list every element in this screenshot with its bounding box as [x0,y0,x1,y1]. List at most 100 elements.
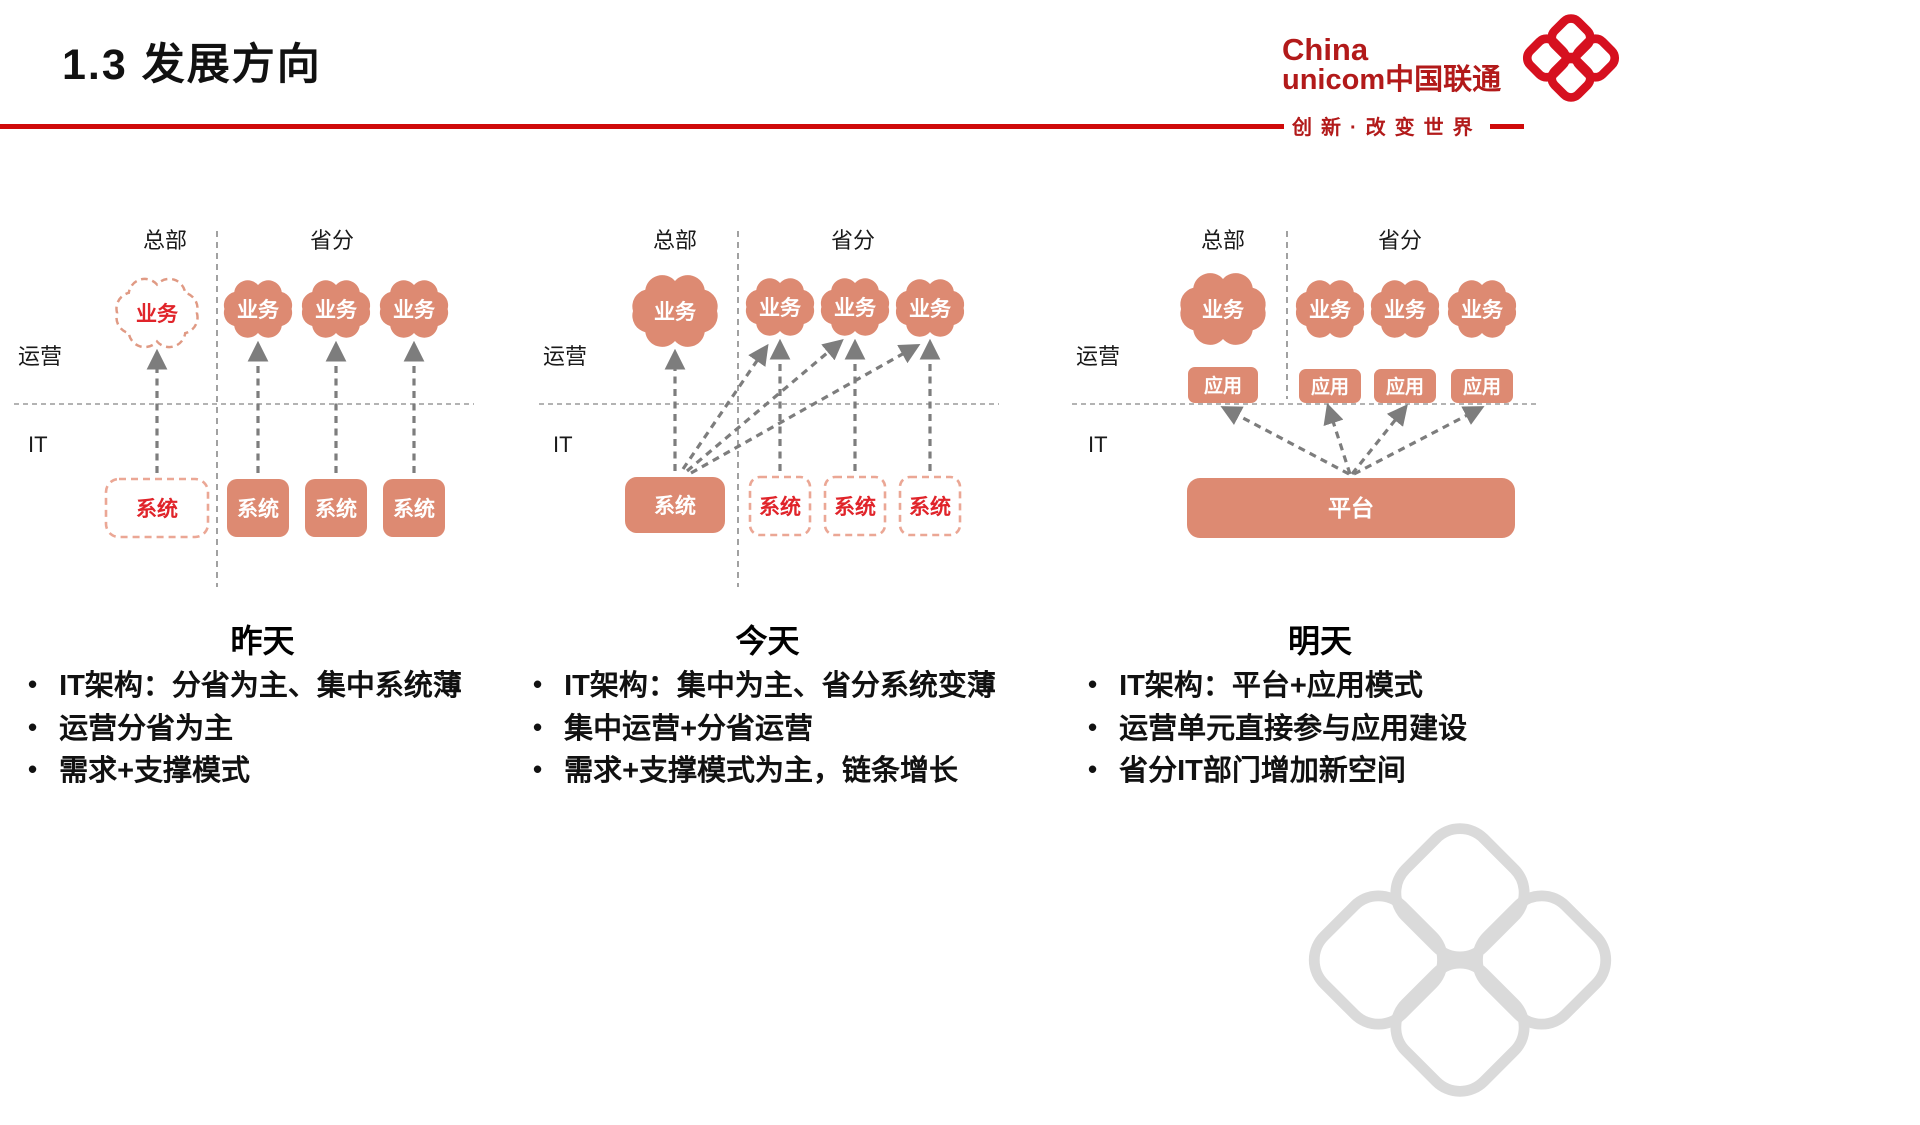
hq-system-label: 系统 [136,497,178,521]
system-label: 系统 [393,497,435,521]
panel-caption: 昨天 [230,623,295,659]
province-business-cloud: 业务 [301,280,371,338]
hq-business-cloud: 业务 [115,277,199,349]
panel-caption: 今天 [735,623,800,659]
business-label: 业务 [909,297,952,321]
diagram-yesterday: 总部 省分 运营 IT 业务 业务 业务 [14,228,474,587]
bullet-item: IT架构：平台+应用模式 [1084,668,1570,706]
bullet-text: 集中运营+分省运营 [564,712,814,745]
page-title: 1.3 发展方向 [62,41,322,89]
operation-row-label: 运营 [18,344,62,369]
app-label: 应用 [1386,375,1424,398]
business-label: 业务 [237,298,280,322]
hq-system-box: 系统 [625,477,725,533]
hq-column-label: 总部 [653,228,697,253]
panel-bullets: IT架构：分省为主、集中系统薄 运营分省为主 需求+支撑模式 [10,668,515,791]
diagram-tomorrow: 总部 省分 运营 IT 业务 业务 业务 [1072,228,1538,538]
operation-row-label: 运营 [543,344,587,369]
business-label: 业务 [834,296,877,320]
business-label: 业务 [1461,298,1504,322]
business-label: 业务 [1202,298,1245,322]
panel-yesterday: 总部 省分 运营 IT 业务 业务 业务 [10,221,515,796]
province-app-box: 应用 [1299,369,1361,403]
business-label: 业务 [315,298,358,322]
bullet-text: IT架构：平台+应用模式 [1119,670,1423,702]
province-system-box: 系统 [748,475,812,537]
province-business-cloud: 业务 [1370,280,1440,338]
unicom-knot-watermark-icon [1295,795,1625,1125]
slide-header: 1.3 发展方向 China unicom中国联通 [0,0,1920,112]
hq-app-box: 应用 [1188,367,1258,403]
system-label: 系统 [654,494,696,518]
business-label: 业务 [393,298,436,322]
hq-to-province-arrow [685,338,844,473]
province-system-box: 系统 [823,475,887,537]
it-row-label: IT [553,432,573,457]
header-rule: 创新·改变世界 [0,112,1920,141]
hq-column-label: 总部 [143,228,187,253]
province-business-cloud: 业务 [1447,280,1517,338]
province-app-box: 应用 [1374,369,1436,403]
province-system-box: 系统 [227,479,289,537]
bullet-item: IT架构：集中为主、省分系统变薄 [529,668,1020,706]
app-label: 应用 [1311,375,1349,398]
bullet-item: 省分IT部门增加新空间 [1084,753,1570,791]
bullet-text: 运营单元直接参与应用建设 [1119,712,1468,745]
it-row-label: IT [1088,432,1108,457]
system-label: 系统 [759,495,801,519]
province-business-cloud: 业务 [379,280,449,338]
dashed-arrow [1323,403,1352,475]
rule-line-left [0,124,1284,129]
hq-business-cloud: 业务 [1180,273,1266,345]
brand-tagline: 创新·改变世界 [1292,117,1482,139]
system-label: 系统 [834,495,876,519]
hq-business-label: 业务 [136,302,179,326]
hq-system-box: 系统 [104,477,210,539]
system-label: 系统 [909,495,951,519]
panel-bullets: IT架构：平台+应用模式 运营单元直接参与应用建设 省分IT部门增加新空间 [1070,668,1570,791]
unicom-knot-icon [1509,8,1634,108]
wordmark-line2: unicom中国联通 [1282,63,1502,96]
bullet-text: 运营分省为主 [59,712,234,745]
dashed-arrow [1220,406,1350,476]
system-to-business-arrows [664,338,941,475]
province-system-box: 系统 [305,479,367,537]
panel-tomorrow: 总部 省分 运营 IT 业务 业务 业务 [1070,221,1570,796]
bullet-item: 运营单元直接参与应用建设 [1084,711,1570,749]
diagram-today: 总部 省分 运营 IT 业务 业务 [539,228,999,587]
province-system-box: 系统 [383,479,445,537]
panels-container: 总部 省分 运营 IT 业务 业务 业务 [0,221,1920,796]
province-column-label: 省分 [831,228,875,253]
business-label: 业务 [654,300,697,324]
dashed-arrow [1350,404,1408,475]
system-label: 系统 [237,497,279,521]
dashed-arrow [1353,406,1485,476]
panel-caption: 明天 [1287,623,1352,659]
panel-today: 总部 省分 运营 IT 业务 业务 [515,221,1020,796]
province-business-cloud: 业务 [1295,280,1365,338]
hq-to-province-arrow [681,343,769,470]
bullet-item: IT架构：分省为主、集中系统薄 [24,668,515,706]
province-business-cloud: 业务 [745,278,815,336]
business-label: 业务 [759,296,802,320]
platform-to-app-arrows [1220,403,1485,476]
business-label: 业务 [1309,298,1352,322]
province-app-box: 应用 [1451,369,1513,403]
hq-business-cloud: 业务 [632,275,718,347]
china-unicom-logo: China unicom中国联通 [1282,8,1634,108]
bullet-text: 需求+支撑模式为主，链条增长 [564,755,959,788]
bullet-text: IT架构：分省为主、集中系统薄 [59,670,462,702]
bullet-text: 省分IT部门增加新空间 [1119,755,1406,788]
panel-bullets: IT架构：集中为主、省分系统变薄 集中运营+分省运营 需求+支撑模式为主，链条增… [515,668,1020,791]
hq-to-province-arrow [690,343,921,475]
app-label: 应用 [1204,374,1242,397]
bullet-item: 需求+支撑模式为主，链条增长 [529,753,1020,791]
bullet-item: 运营分省为主 [24,711,515,749]
hq-column-label: 总部 [1201,228,1245,253]
rule-line-right [1489,124,1524,129]
bullet-text: 需求+支撑模式 [59,755,251,788]
province-column-label: 省分 [310,228,354,253]
province-column-label: 省分 [1378,228,1422,253]
platform-box: 平台 [1187,478,1515,538]
unicom-wordmark: China unicom中国联通 [1282,34,1501,95]
